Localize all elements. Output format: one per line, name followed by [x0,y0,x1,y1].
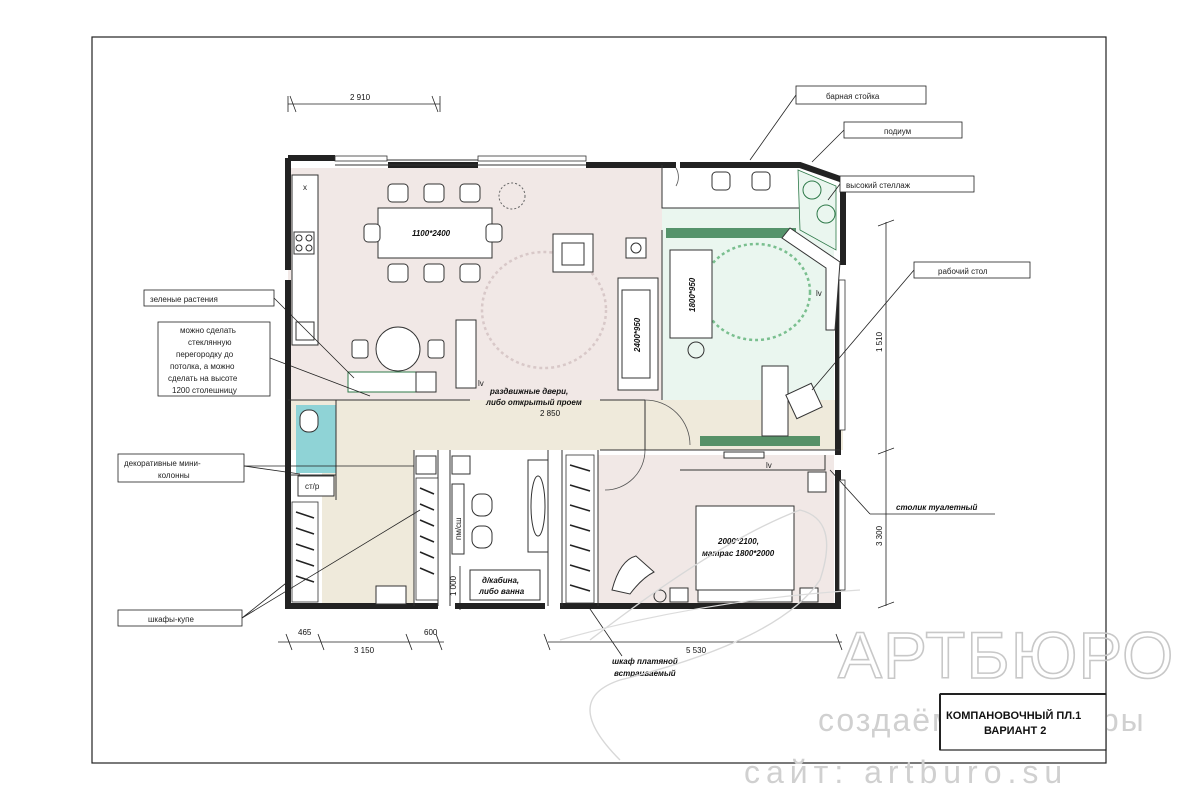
cabinet-area: 1800*950 lv [666,169,841,446]
callout-podium: подиум [884,127,911,136]
shower-line1: д/кабина, [482,576,519,585]
sliding-doors-line1: раздвижные двери, [489,387,568,396]
bed-line2: матрас 1800*2000 [702,549,775,558]
tv-label: lv [478,379,484,388]
callout-glass-1: можно сделать [180,326,236,335]
dim-hall-1000: 1 000 [449,575,458,596]
living-floor [322,168,662,400]
callout-builtin-1: шкаф платяной [612,657,678,666]
title-line2: ВАРИАНТ 2 [984,725,1046,737]
callout-bar: барная стойка [826,92,880,101]
callouts-left [117,289,421,627]
callout-wardrobes: шкафы-купе [148,615,194,624]
dryer-label: ст/р [305,482,320,491]
callout-shelving: высокий стеллаж [846,181,911,190]
callout-desk: рабочий стол [938,267,988,276]
dim-bottom-465: 465 [298,628,312,637]
hall-floor-lower [322,450,414,606]
watermark-brand: АРТБЮРО [838,618,1174,692]
dimension-lines [278,95,895,651]
passage-dim: 2 850 [540,409,561,418]
dim-bottom-600: 600 [424,628,438,637]
callout-vanity: столик туалетный [896,503,977,512]
callout-glass-3: перегородку до [176,350,234,359]
cabinet-tv-label: lv [816,289,822,298]
dim-bottom-3150: 3 150 [354,646,375,655]
bed-line1: 2000*2100, [717,537,759,546]
callout-glass-5: сделать на высоте [168,374,238,383]
sheet-frame [91,36,1107,764]
living-area: 2400*950 lv [347,233,659,393]
walls [285,155,846,609]
watermark-site: сайт: artburo.su [744,754,1068,790]
doors [604,167,691,491]
callouts-right [749,85,1031,515]
title-block: КОМПАНОВОЧНЫЙ ПЛ.1 ВАРИАНТ 2 [939,693,1107,751]
bathroom-left: ст/р [297,409,335,497]
dim-top: 2 910 [350,93,371,102]
callout-plants: зеленые растения [150,295,218,304]
dim-bottom-5530: 5 530 [686,646,707,655]
fridge-label: х [303,183,307,192]
bedroom-tv-label: lv [766,461,772,470]
dining-table-label: 1100*2400 [412,229,451,238]
title-line1: КОМПАНОВОЧНЫЙ ПЛ.1 [946,709,1081,722]
bathroom-middle: пм/сш д/кабина, либо ванна [375,455,549,605]
living-sofa-label: 2400*950 [633,317,642,353]
dim-right-upper: 1 510 [875,331,884,352]
wash-label: пм/сш [454,518,463,540]
callout-glass-6: 1200 столешницу [172,386,237,395]
dim-right-lower: 3 300 [875,525,884,546]
dining-area: 1100*2400 [351,182,526,372]
callout-columns-1: декоративные мини- [124,459,201,468]
callout-columns-2: колонны [158,471,190,480]
callout-glass-4: потолка, а можно [170,362,235,371]
sliding-doors-line2: либо открытый проем [485,398,582,407]
shower-line2: либо ванна [478,587,525,596]
cabinet-sofa-label: 1800*950 [688,277,697,312]
kitchen: х [291,174,319,346]
callout-glass-2: стеклянную [188,338,231,347]
